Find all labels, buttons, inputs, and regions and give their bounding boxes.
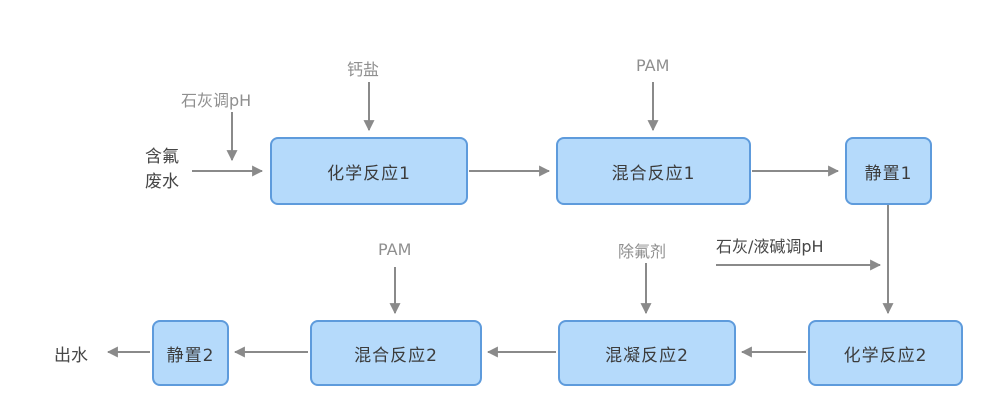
label-defluoridation-agent: 除氟剂 [618,242,667,261]
node-mixing-reaction-2-label: 混合反应2 [354,345,438,366]
label-effluent: 出水 [54,346,88,366]
node-chemical-reaction-1: 化学反应1 [270,137,468,205]
label-pam-top: PAM [636,56,670,75]
label-calcium-salt: 钙盐 [347,60,380,79]
node-settling-2-label: 静置2 [166,345,215,366]
node-chemical-reaction-2: 化学反应2 [808,320,963,386]
node-settling-1-label: 静置1 [864,163,913,184]
node-mixing-reaction-1-label: 混合反应1 [611,163,696,184]
label-lime-caustic-ph-adjust: 石灰/液碱调pH [716,237,824,256]
node-coagulation-reaction-2-label: 混凝反应2 [605,345,689,366]
node-coagulation-reaction-2: 混凝反应2 [558,320,736,386]
node-settling-2: 静置2 [152,320,229,386]
label-fluoride-wastewater-influent: 含氟 废水 [145,147,179,192]
label-pam-bottom: PAM [378,240,412,259]
node-mixing-reaction-2: 混合反应2 [310,320,482,386]
node-chemical-reaction-1-label: 化学反应1 [327,163,411,184]
node-mixing-reaction-1: 混合反应1 [556,137,751,205]
node-chemical-reaction-2-label: 化学反应2 [843,345,928,366]
node-settling-1: 静置1 [845,137,932,205]
label-lime-ph-adjust: 石灰调pH [181,91,252,110]
